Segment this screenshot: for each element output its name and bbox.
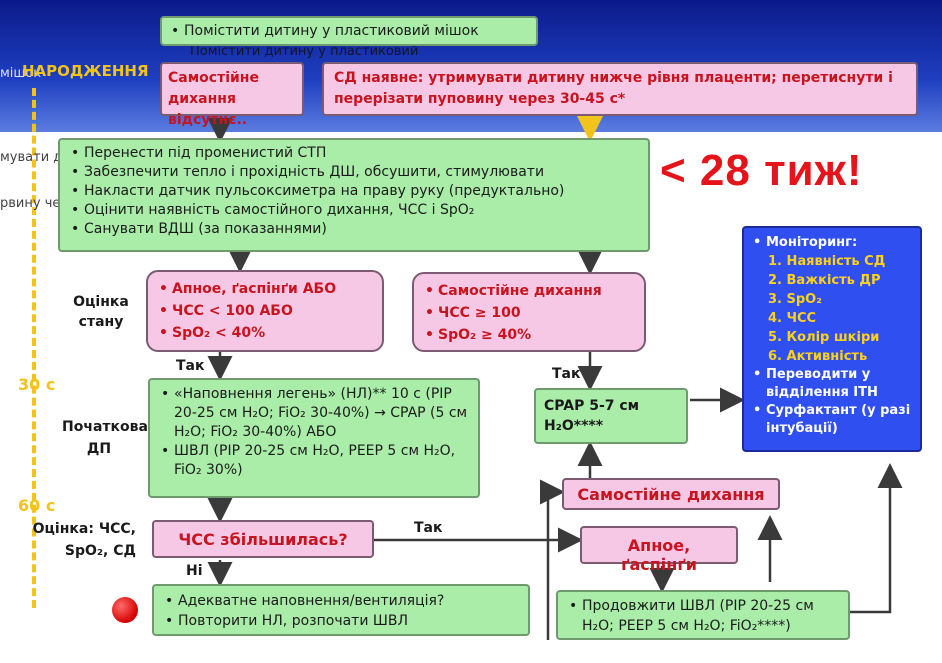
spont-line-2: ЧСС ≥ 100 xyxy=(422,302,636,324)
ghost-line-4: мішок xyxy=(0,66,42,81)
adequate-box: Адекватне наповнення/вентиляція? Повтори… xyxy=(152,584,530,636)
adequate-line-1: Адекватне наповнення/вентиляція? xyxy=(162,591,520,611)
initial-step-3: Накласти датчик пульсоксиметра на праву … xyxy=(68,182,640,201)
apnea2-box: Апное, ґаспінґи xyxy=(580,526,738,574)
monitoring-item-1: 1. Наявність СД xyxy=(768,254,886,269)
monitoring-transfer: Переводити у відділення ІТН xyxy=(750,366,914,402)
sb-present-text: СД наявне: утримувати дитину нижче рівня… xyxy=(334,70,893,107)
initial-step-1: Перенести під променистий СТП xyxy=(68,144,640,163)
apnea-box: Апное, ґаспінґи АБО ЧСС < 100 АБО SpO₂ <… xyxy=(146,270,384,352)
monitoring-item-5: 5. Колір шкіри xyxy=(768,330,880,345)
yes-label-apnea: Так xyxy=(176,358,205,374)
spont-line-1: Самостійне дихання xyxy=(422,280,636,302)
arrow-continue-to-spont2 xyxy=(540,479,565,640)
assess2-label: Оцінка: ЧСС, SpO₂, СД xyxy=(32,521,136,559)
initial-step-4: Оцінити наявність самостійного дихання, … xyxy=(68,201,640,220)
initial-step-2: Забезпечити тепло і прохідність ДШ, обсу… xyxy=(68,163,640,182)
rv-line-1: «Наповнення легень» (НЛ)** 10 с (PIP 20-… xyxy=(158,385,470,442)
adequate-line-2: Повторити НЛ, розпочати ШВЛ xyxy=(162,611,520,631)
initial-steps-list: Перенести під променистий СТП Забезпечит… xyxy=(68,144,640,239)
ghost-line-3: Помістити дитину у пластиковий xyxy=(190,44,419,59)
assessment-label: Оцінка стану xyxy=(73,294,129,330)
no-label-hr: Ні xyxy=(186,563,203,579)
initial-step-5: Санувати ВДШ (за показаннями) xyxy=(68,220,640,239)
timeline-dashed xyxy=(32,88,36,608)
time-60: 60 с xyxy=(18,496,56,515)
page-title: < 28 тиж! xyxy=(660,146,863,195)
rv-line-2: ШВЛ (PIP 20-25 см H₂O, PEEP 5 см H₂O, Fi… xyxy=(158,442,470,480)
time-30: 30 с xyxy=(18,375,56,394)
sb-present-box: СД наявне: утримувати дитину нижче рівня… xyxy=(322,62,918,116)
monitoring-item-2: 2. Важкість ДР xyxy=(768,273,881,288)
bag-text: Помістити дитину у пластиковий мішок xyxy=(168,22,530,41)
spont-line-3: SpO₂ ≥ 40% xyxy=(422,324,636,346)
monitoring-box: Моніторинг: 1. Наявність СД 2. Важкість … xyxy=(742,226,922,452)
hr-increased-text: ЧСС збільшилась? xyxy=(178,530,348,549)
apnea-line-3: SpO₂ < 40% xyxy=(156,322,374,344)
initial-steps-box: Перенести під променистий СТП Забезпечит… xyxy=(58,138,650,252)
monitoring-surfactant: Сурфактант (у разі інтубації) xyxy=(750,402,914,438)
bag-box: Помістити дитину у пластиковий мішок xyxy=(160,16,538,46)
monitoring-item-4: 4. ЧСС xyxy=(768,311,817,326)
no-breathing-text: Самостійне дихання відсутнє.. xyxy=(168,70,259,128)
continue-text: Продовжити ШВЛ (PIP 20-25 см H₂O; PEEP 5… xyxy=(566,596,840,636)
apnea2-text: Апное, ґаспінґи xyxy=(621,536,697,574)
spont2-text: Самостійне дихання xyxy=(577,485,765,504)
cpap-text: CPAP 5-7 см H₂O**** xyxy=(544,398,640,434)
continue-box: Продовжити ШВЛ (PIP 20-25 см H₂O; PEEP 5… xyxy=(556,590,850,640)
arrow-continue-to-monitoring xyxy=(850,463,903,614)
yes-label-hr: Так xyxy=(414,520,443,536)
monitoring-heading: Моніторинг: xyxy=(750,234,914,252)
red-dot-icon xyxy=(112,597,138,623)
apnea-line-1: Апное, ґаспінґи АБО xyxy=(156,278,374,300)
no-breathing-box: Самостійне дихання відсутнє.. xyxy=(160,62,304,128)
rv-box: «Наповнення легень» (НЛ)** 10 с (PIP 20-… xyxy=(148,378,480,498)
monitoring-item-6: 6. Активність xyxy=(768,349,868,364)
initial-rv-label: Початкова ДП xyxy=(62,419,148,457)
cpap-box: CPAP 5-7 см H₂O**** xyxy=(534,388,688,444)
birth-label: НАРОДЖЕННЯ xyxy=(22,62,149,80)
spont-box: Самостійне дихання ЧСС ≥ 100 SpO₂ ≥ 40% xyxy=(412,272,646,352)
apnea-line-2: ЧСС < 100 АБО xyxy=(156,300,374,322)
spont2-box: Самостійне дихання xyxy=(562,478,780,510)
yes-label-spont: Так xyxy=(552,366,581,382)
hr-increased-box: ЧСС збільшилась? xyxy=(152,520,374,558)
monitoring-item-3: 3. SpO₂ xyxy=(768,292,822,307)
